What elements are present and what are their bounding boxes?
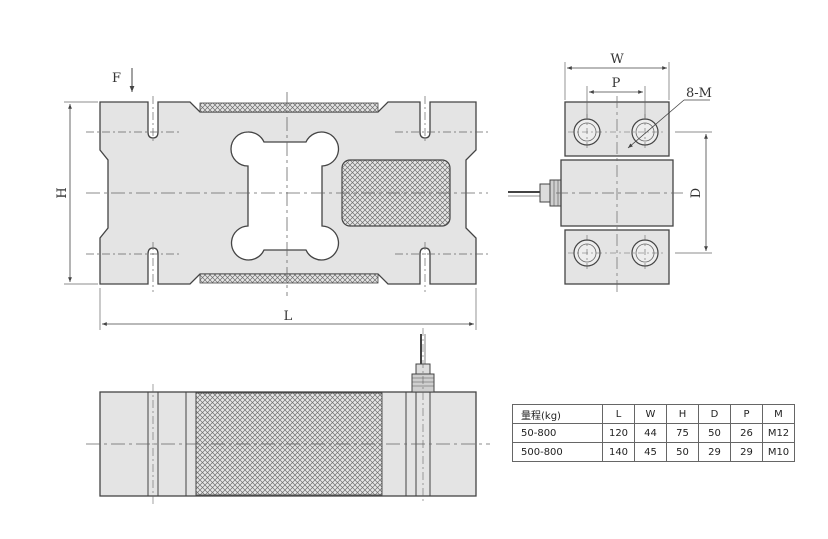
front-center-cutout (230, 131, 340, 261)
table-cell: 50-800 (512, 423, 603, 443)
force-label: F (112, 71, 121, 86)
table-cell: 26 (730, 423, 763, 443)
length-label: L (284, 309, 293, 324)
table-cell: 29 (730, 442, 763, 462)
side-view: W P 8-M D (508, 52, 712, 292)
table-header-w: W (634, 404, 667, 424)
side-cable-gland (539, 183, 551, 203)
table-header-p: P (730, 404, 763, 424)
table-cell: 44 (634, 423, 667, 443)
pitch-label: P (612, 76, 621, 91)
table-header-d: D (698, 404, 731, 424)
spec-table: 量程(kg) L W H D P M 50-800 120 44 75 50 2… (512, 404, 795, 462)
table-cell: 50 (698, 423, 731, 443)
table-header-l: L (602, 404, 635, 424)
table-cell: 140 (602, 442, 635, 462)
front-gauge-strip-top (199, 102, 379, 113)
table-cell: 29 (698, 442, 731, 462)
table-header-m: M (762, 404, 795, 424)
table-cell: 45 (634, 442, 667, 462)
top-view (86, 328, 490, 504)
height-label: H (55, 187, 70, 198)
table-header-h: H (666, 404, 699, 424)
table-cell: 75 (666, 423, 699, 443)
table-cell: 50 (666, 442, 699, 462)
table-row: 500-800 140 45 50 29 29 M10 (512, 442, 795, 462)
width-label: W (610, 52, 624, 67)
front-view: F H L (55, 68, 490, 330)
table-row: 50-800 120 44 75 50 26 M12 (512, 423, 795, 443)
front-gauge-strip-bottom (199, 273, 379, 284)
table-cell: M12 (762, 423, 795, 443)
table-header-row: 量程(kg) L W H D P M (512, 404, 795, 424)
depth-label: D (689, 188, 704, 198)
thread-leader (627, 99, 685, 149)
table-cell: 500-800 (512, 442, 603, 462)
table-cell: 120 (602, 423, 635, 443)
table-cell: M10 (762, 442, 795, 462)
table-header-range: 量程(kg) (512, 404, 603, 424)
thread-label: 8-M (686, 86, 712, 101)
